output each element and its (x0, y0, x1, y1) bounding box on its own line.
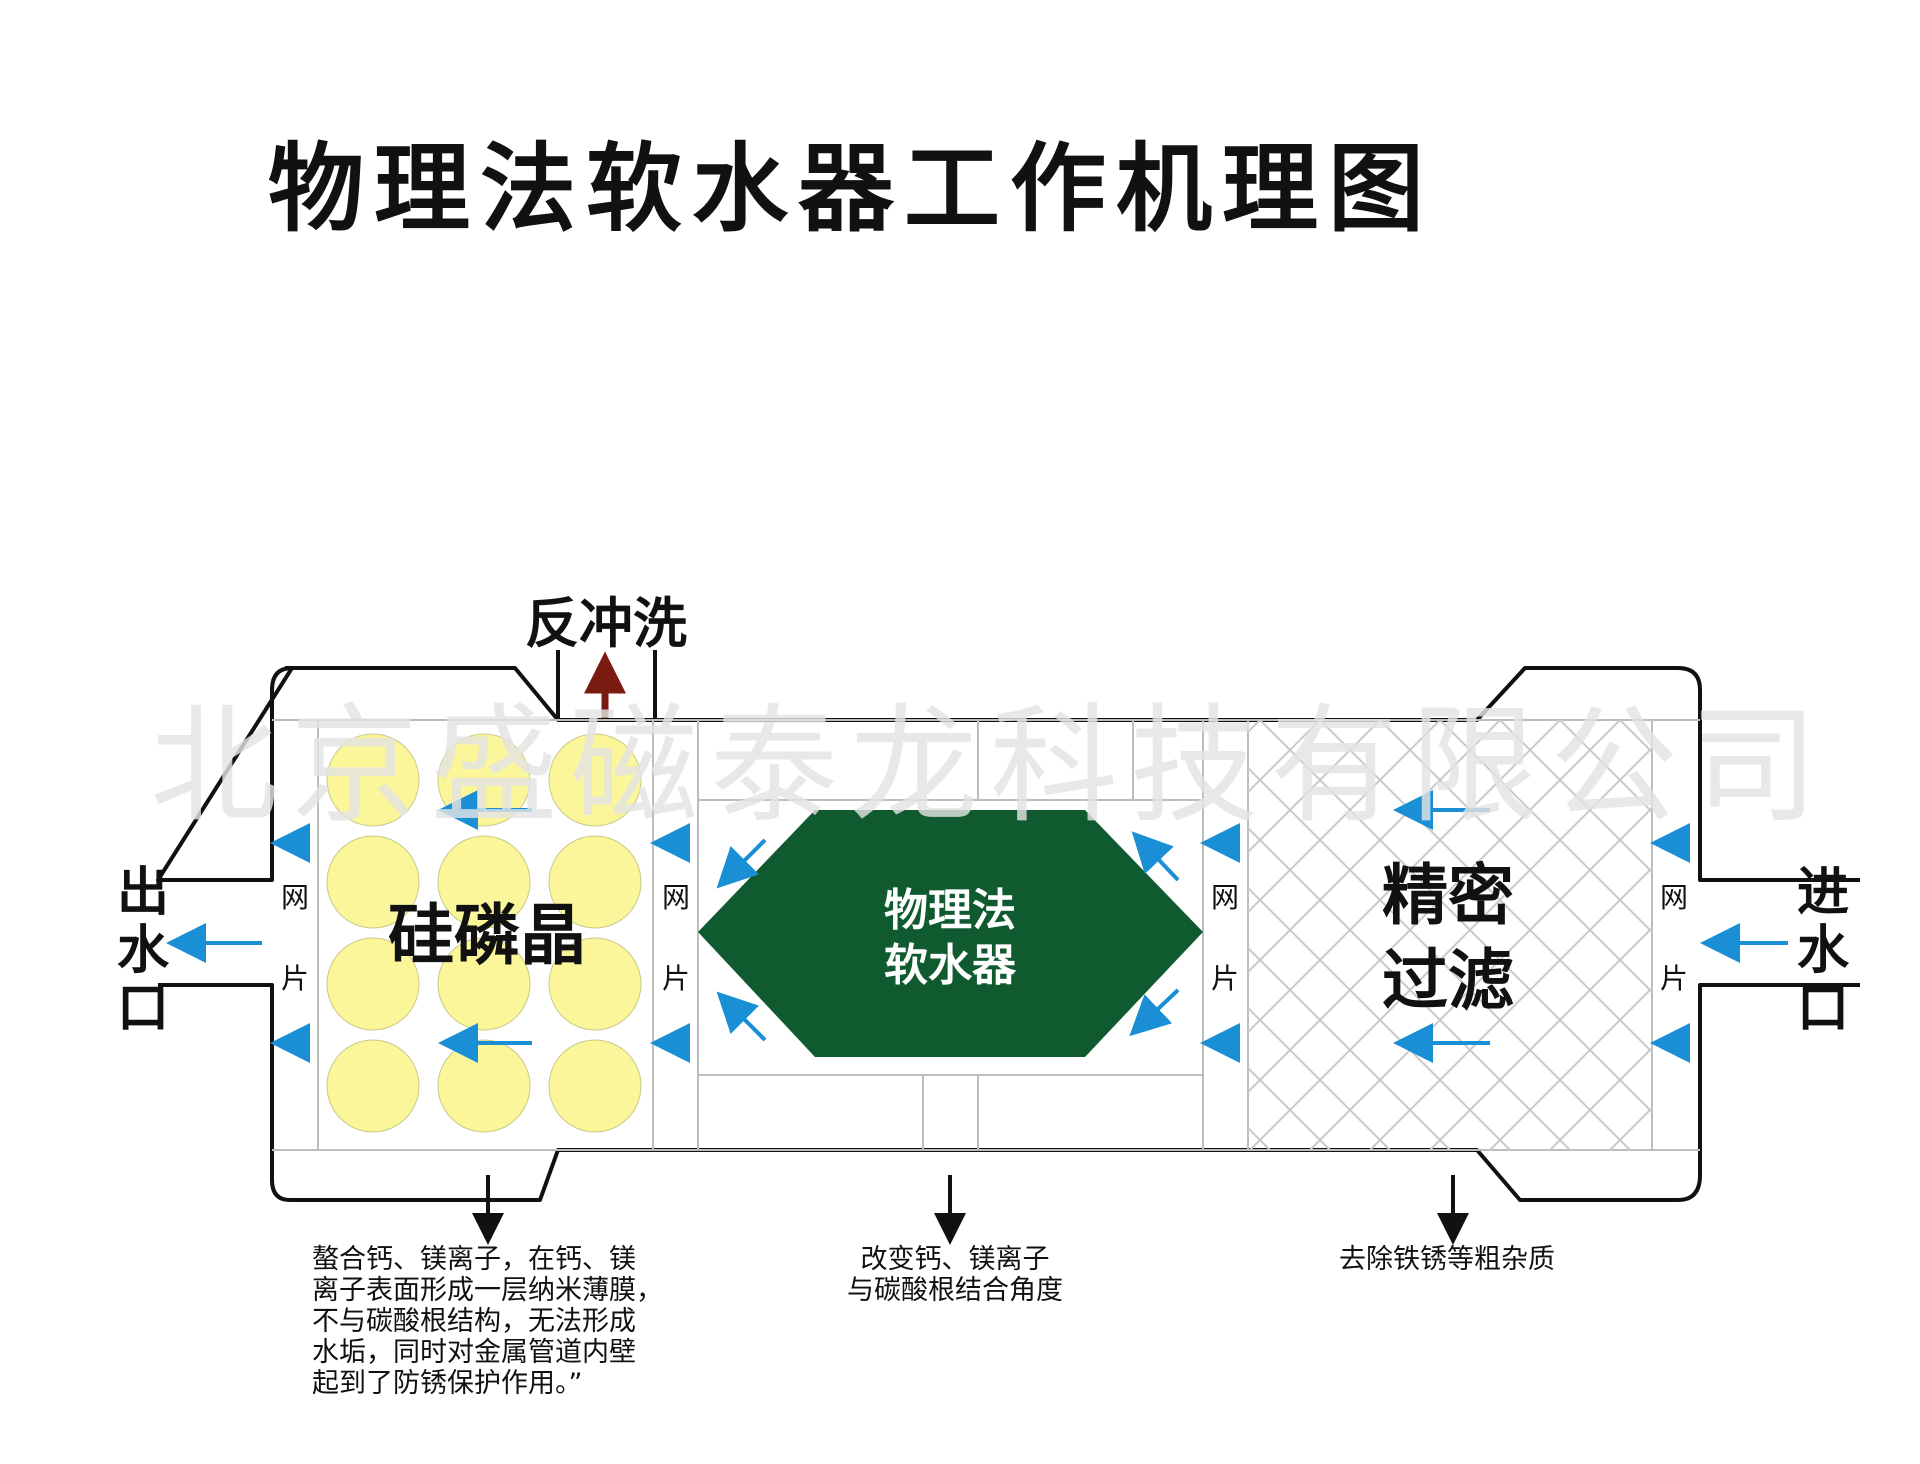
screen-label-char: 网 (662, 881, 690, 914)
softener-hexagon (698, 810, 1203, 1057)
outlet-char: 出 (117, 863, 169, 923)
screen-label-char: 网 (1211, 881, 1239, 914)
precision-filter-label: 过滤 (1382, 942, 1514, 1019)
sphere (548, 1039, 642, 1133)
note-line: 离子表面形成一层纳米薄膜， (312, 1275, 663, 1306)
sphere (326, 1039, 420, 1133)
backwash-label: 反冲洗 (525, 592, 687, 655)
sphere (326, 733, 420, 827)
diagonal-arrow-icon (1129, 988, 1180, 1037)
flow-arrows (166, 790, 1788, 1063)
silicon-spheres (326, 733, 642, 1133)
note-line: 不与碳酸根结构，无法形成 (312, 1306, 636, 1337)
note-line: 起到了防锈保护作用。” (312, 1368, 583, 1399)
sphere (548, 937, 642, 1031)
precision-filter-label: 精密 (1382, 857, 1514, 934)
sphere (326, 937, 420, 1031)
diagonal-arrow-icon (1131, 831, 1180, 882)
note-left: 螯合钙、镁离子，在钙、镁 离子表面形成一层纳米薄膜， 不与碳酸根结构，无法形成 … (312, 1244, 663, 1399)
note-right: 去除铁锈等粗杂质 (1339, 1244, 1555, 1275)
softener-label: 物理法 (884, 885, 1016, 936)
sphere (437, 1039, 531, 1133)
screen-label-char: 片 (662, 962, 690, 995)
inlet-char: 口 (1797, 979, 1849, 1039)
sphere (326, 835, 420, 929)
screen-label-char: 网 (281, 881, 309, 914)
screen-label-char: 网 (1660, 881, 1688, 914)
sphere (437, 937, 531, 1031)
company-watermark: 北京盛磁泰龙科技有限公司 (150, 692, 1830, 841)
note-middle: 改变钙、镁离子 与碳酸根结合角度 (847, 1244, 1063, 1306)
screen-label-char: 片 (281, 962, 309, 995)
diagonal-arrow-icon (716, 838, 767, 889)
sphere (548, 733, 642, 827)
screen-label-char: 片 (1211, 962, 1239, 995)
note-line: 去除铁锈等粗杂质 (1339, 1244, 1555, 1275)
sphere (437, 835, 531, 929)
sphere (548, 835, 642, 929)
note-line: 螯合钙、镁离子，在钙、镁 (312, 1244, 636, 1275)
softener-label: 软水器 (884, 940, 1017, 991)
outlet-char: 口 (117, 979, 169, 1039)
note-line: 与碳酸根结合角度 (847, 1275, 1063, 1306)
page-title: 物理法软水器工作机理图 (268, 133, 1434, 245)
silicon-phosphate-label: 硅磷晶 (388, 897, 586, 974)
diagonal-arrow-icon (716, 991, 767, 1042)
precision-filter-mesh (1248, 720, 1652, 1150)
outlet-char: 水 (117, 921, 170, 981)
note-line: 改变钙、镁离子 (861, 1244, 1050, 1275)
note-line: 水垢，同时对金属管道内壁 (312, 1337, 636, 1368)
inlet-char: 进 (1797, 863, 1849, 923)
screen-label-char: 片 (1660, 962, 1688, 995)
inlet-char: 水 (1797, 921, 1850, 981)
